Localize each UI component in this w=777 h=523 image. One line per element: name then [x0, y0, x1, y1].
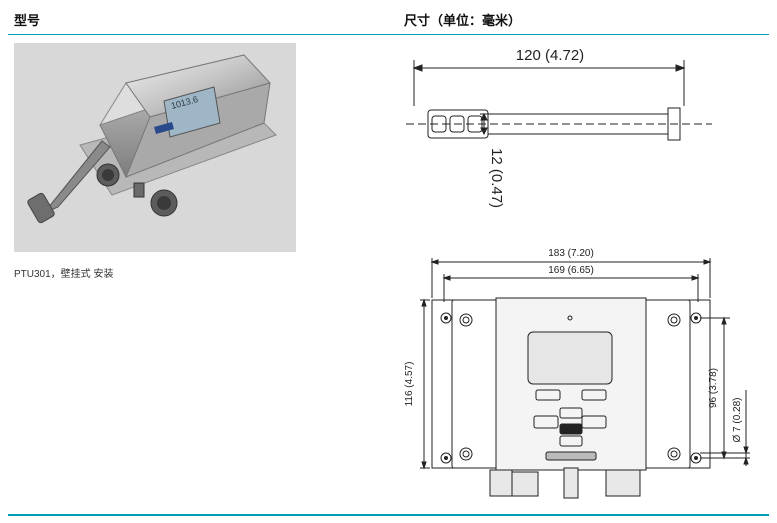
housing-dimension-drawing: 183 (7.20) 169 (6.65) 116 (4.57) 96 (3.7…: [404, 248, 750, 499]
housing-height-label: 116 (4.57): [404, 362, 415, 407]
model-heading: 型号: [14, 13, 41, 28]
product-caption: PTU301，壁挂式 安装: [14, 269, 114, 280]
top-divider: [8, 34, 769, 35]
hole-diameter-label: Ø 7 (0.28): [732, 397, 743, 442]
dimensions-heading: 尺寸（单位：毫米）: [404, 13, 522, 28]
probe-dimension-drawing: 120 (4.72) 12 (0.47): [406, 47, 712, 208]
probe-diameter-label: 12 (0.47): [488, 148, 505, 208]
product-photo: 1013.6: [14, 43, 296, 252]
bottom-divider: [8, 514, 769, 516]
hole-spacing-label: 96 (3.78): [708, 368, 719, 408]
housing-outer-width-label: 183 (7.20): [548, 248, 594, 259]
housing-inner-width-label: 169 (6.65): [548, 265, 594, 276]
transmitter-illustration: 1013.6: [27, 54, 277, 224]
probe-length-label: 120 (4.72): [516, 47, 584, 64]
